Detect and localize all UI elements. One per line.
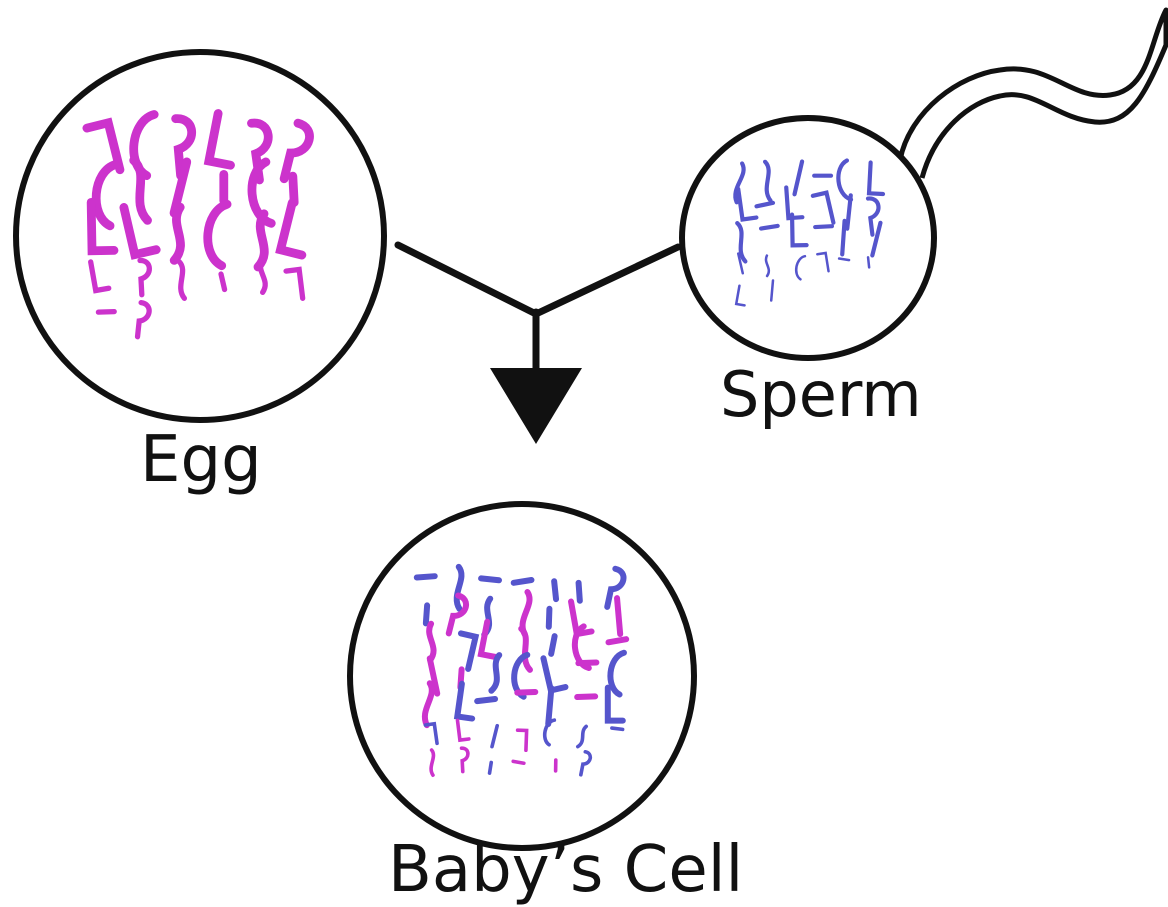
chromosome xyxy=(426,605,427,623)
baby-cell-outline xyxy=(350,504,694,848)
egg-outline xyxy=(16,52,384,420)
chromosome xyxy=(617,598,620,634)
chromosome xyxy=(477,699,495,701)
arrow-down-icon xyxy=(490,368,582,444)
sperm-tail xyxy=(900,10,1166,178)
sperm-outline xyxy=(682,118,934,358)
chromosome xyxy=(608,639,626,642)
chromosome xyxy=(842,221,844,255)
chromosome xyxy=(815,226,832,227)
chromosome xyxy=(514,580,532,583)
chromosome xyxy=(554,581,556,599)
chromosome xyxy=(417,576,435,577)
chromosome xyxy=(513,761,524,763)
chromosome xyxy=(771,280,773,300)
egg-cell xyxy=(16,52,384,420)
chromosome xyxy=(98,312,114,313)
chromosome xyxy=(868,257,869,267)
chromosome xyxy=(551,636,554,654)
chromosome xyxy=(548,688,551,724)
egg-connector-line xyxy=(398,245,536,314)
connector xyxy=(398,245,678,372)
sperm-label: Sperm xyxy=(720,364,922,426)
baby-cell-label: Baby’s Cell xyxy=(388,838,743,902)
sperm-connector-line xyxy=(536,247,678,314)
chromosome xyxy=(579,583,580,601)
chromosome xyxy=(839,259,849,261)
chromosome xyxy=(549,609,550,627)
baby-cell xyxy=(350,504,694,848)
chromosome xyxy=(612,728,623,729)
chromosome xyxy=(577,696,595,697)
chromosome xyxy=(481,578,499,580)
chromosome xyxy=(578,662,596,663)
chromosome xyxy=(761,226,778,229)
chromosome xyxy=(221,274,225,289)
egg-label: Egg xyxy=(140,428,262,492)
chromosome xyxy=(517,692,535,693)
chromosome xyxy=(490,762,492,773)
sperm-cell xyxy=(682,118,934,358)
